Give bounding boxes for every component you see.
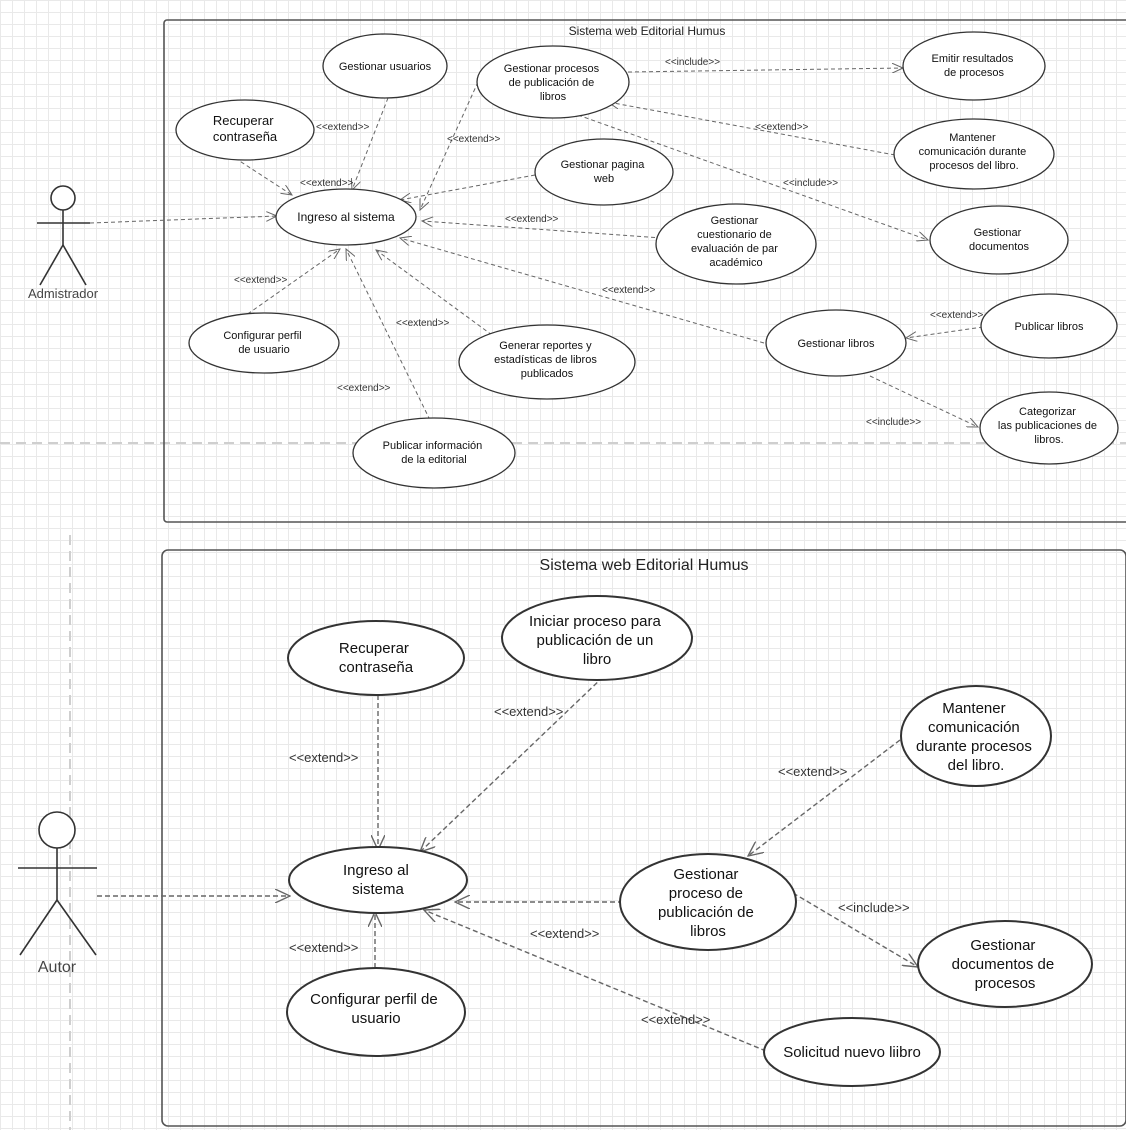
svg-text:Gestionar pagina web: Gestionar pagina web [561, 159, 648, 185]
svg-text:Publicar libros: Publicar libros [1014, 321, 1084, 333]
stereotype-extend-iniciar: <<extend>> [494, 704, 563, 719]
use-case-emitir-resultados[interactable]: Emitir resultados de procesos [902, 31, 1046, 101]
use-case-iniciar-proceso[interactable]: Iniciar proceso para publicación de un l… [501, 595, 693, 681]
svg-text:Iniciar proceso para pub: Iniciar proceso para publicación de un l… [529, 613, 665, 668]
stereotype-extend-mantener: <<extend>> [755, 122, 809, 133]
stereotype-include-categorizar: <<include>> [866, 417, 921, 428]
use-case-configurar-perfil-1[interactable]: Configurar perfil de usuario [188, 312, 340, 374]
svg-text:Gestionar cuestionario d: Gestionar cuestionario de evaluación de … [691, 215, 781, 269]
use-case-gestionar-libros[interactable]: Gestionar libros [765, 309, 907, 377]
svg-text:Configurar perfil de usu: Configurar perfil de usuario [310, 991, 442, 1027]
svg-text:Gestionar procesos de pu: Gestionar procesos de publicación de lib… [504, 63, 602, 103]
svg-text:Configurar perfil de usu: Configurar perfil de usuario [223, 330, 304, 356]
actor-label-2: Autor [38, 959, 77, 976]
use-case-gestionar-cuestionario[interactable]: Gestionar cuestionario de evaluación de … [655, 203, 817, 285]
svg-text:Solicitud nuevo liibro: Solicitud nuevo liibro [783, 1044, 921, 1061]
svg-text:Ingreso al sistema: Ingreso al sistema [297, 210, 395, 224]
svg-text:Gestionar usuarios: Gestionar usuarios [339, 61, 432, 73]
stereotype-extend-configurar-2: <<extend>> [289, 940, 358, 955]
stereotype-extend-publicar-info: <<extend>> [337, 383, 391, 394]
svg-text:Categorizar las publicac: Categorizar las publicaciones de libros. [998, 406, 1100, 446]
actor-autor: Autor [18, 811, 97, 976]
stereotype-labels-2: <<extend>> <<extend>> <<extend>> <<inclu… [289, 704, 910, 1027]
use-case-ingreso-sistema-2[interactable]: Ingreso al sistema [288, 846, 468, 914]
use-case-recuperar-contrasena-1[interactable]: Recuperar contraseña [175, 99, 315, 161]
stereotype-include-documentos-2: <<include>> [838, 900, 910, 915]
stereotype-labels-1: <<include>> <<extend>> <<include>> <<ext… [234, 57, 984, 428]
svg-text:Mantener comunicación: Mantener comunicación durante procesos d… [916, 700, 1036, 774]
stereotype-extend-solicitud: <<extend>> [641, 1012, 710, 1027]
use-case-ingreso-sistema-1[interactable]: Ingreso al sistema [275, 188, 417, 246]
svg-text:Gestionar proceso de: Gestionar proceso de publicación de libr… [658, 866, 758, 940]
system-boundary-2 [161, 549, 1126, 1127]
svg-text:Recuperar contraseña: Recuperar contraseña [339, 640, 414, 676]
use-case-gestionar-procesos[interactable]: Gestionar procesos de publicación de lib… [476, 45, 630, 119]
use-case-gestionar-usuarios[interactable]: Gestionar usuarios [322, 33, 448, 99]
use-case-publicar-libros[interactable]: Publicar libros [980, 293, 1118, 359]
use-case-gestionar-documentos-2[interactable]: Gestionar documentos de procesos [917, 920, 1093, 1008]
system-boundary-1 [163, 19, 1126, 523]
svg-text:Publicar información de: Publicar información de la editorial [383, 440, 486, 466]
svg-text:Recuperar contraseña: Recuperar contraseña [213, 113, 278, 144]
stereotype-extend-recuperar-2: <<extend>> [289, 750, 358, 765]
relationships-2 [97, 676, 918, 1052]
relationships-1 [89, 68, 984, 427]
system-title-2: Sistema web Editorial Humus [540, 557, 749, 574]
stereotype-extend-publicar-libros: <<extend>> [930, 310, 984, 321]
stereotype-extend-configurar: <<extend>> [234, 275, 288, 286]
use-case-categorizar-publicaciones[interactable]: Categorizar las publicaciones de libros. [979, 391, 1119, 465]
svg-text:Gestionar documentos de: Gestionar documentos de procesos [952, 937, 1059, 992]
use-case-recuperar-contrasena-2[interactable]: Recuperar contraseña [287, 620, 465, 696]
stereotype-extend-libros: <<extend>> [602, 285, 656, 296]
use-case-gestionar-pagina-web[interactable]: Gestionar pagina web [534, 138, 674, 206]
use-case-mantener-comunicacion-1[interactable]: Mantener comunicación durante procesos d… [893, 118, 1055, 190]
svg-text:Gestionar documentos: Gestionar documentos [969, 227, 1029, 253]
use-case-solicitud-nuevo-libro[interactable]: Solicitud nuevo liibro [763, 1017, 941, 1087]
stereotype-extend-gestionar: <<extend>> [530, 926, 599, 941]
stereotype-include-emitir: <<include>> [665, 57, 720, 68]
svg-text:Emitir resultados de pro: Emitir resultados de procesos [932, 53, 1017, 79]
stereotype-extend-cuestionario: <<extend>> [505, 214, 559, 225]
stereotype-include-documentos: <<include>> [783, 178, 838, 189]
stereotype-extend-mantener-2: <<extend>> [778, 764, 847, 779]
system-title-1: Sistema web Editorial Humus [569, 24, 726, 38]
actor-label-1: Admistrador [28, 286, 99, 301]
actor-administrador: Admistrador [28, 185, 99, 301]
stereotype-extend-reportes: <<extend>> [396, 318, 450, 329]
stereotype-extend-recuperar: <<extend>> [316, 122, 370, 133]
svg-text:Generar reportes y estad: Generar reportes y estadísticas de libro… [494, 340, 600, 380]
stereotype-extend-procesos: <<extend>> [447, 134, 501, 145]
use-case-gestionar-documentos-1[interactable]: Gestionar documentos [929, 205, 1069, 275]
use-case-publicar-informacion[interactable]: Publicar información de la editorial [352, 417, 516, 489]
use-case-mantener-comunicacion-2[interactable]: Mantener comunicación durante procesos d… [900, 685, 1052, 787]
svg-text:Mantener comunicación du: Mantener comunicación durante procesos d… [919, 132, 1030, 172]
use-case-generar-reportes[interactable]: Generar reportes y estadísticas de libro… [458, 324, 636, 400]
svg-text:Ingreso al sistema: Ingreso al sistema [343, 862, 413, 898]
stereotype-extend-usuarios: <<extend>> [300, 178, 354, 189]
use-case-gestionar-proceso[interactable]: Gestionar proceso de publicación de libr… [619, 853, 797, 951]
use-case-configurar-perfil-2[interactable]: Configurar perfil de usuario [286, 967, 466, 1057]
svg-text:Gestionar libros: Gestionar libros [797, 338, 875, 350]
